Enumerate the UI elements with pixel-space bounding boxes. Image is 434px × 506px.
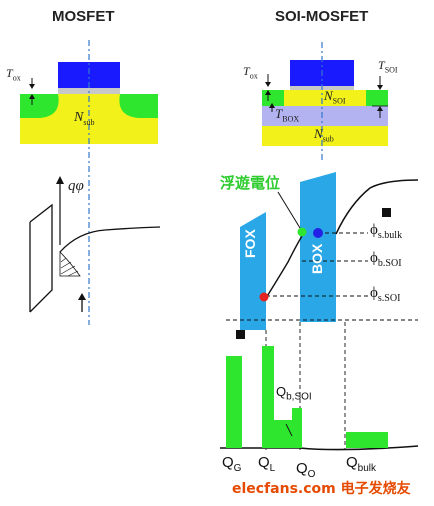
soi-tbox-arrowhead <box>269 103 275 108</box>
qb-soi-label: Qb,SOI <box>276 384 312 403</box>
soi-tsoi-arrowhead-down <box>377 85 383 90</box>
charge-bar-ql-short <box>274 420 292 448</box>
mosfet-band-axis-arrowhead <box>56 176 64 184</box>
mosfet-band-left-wall <box>29 203 53 313</box>
hatch-line <box>60 257 67 263</box>
soi-nsub-label: Nsub <box>314 126 334 144</box>
charge-bar-ql-tall <box>262 346 274 448</box>
charge-bar-qo <box>292 408 302 448</box>
charge-bar-qbulk <box>346 432 388 448</box>
mosfet-tox-arrowhead-down <box>29 84 35 89</box>
dot-s-bulk <box>313 228 323 238</box>
floating-potential-label: 浮遊電位 <box>220 174 281 192</box>
soi-tox-arrowhead-up <box>265 90 271 95</box>
charge-bar-qg <box>226 356 242 448</box>
fox-label: FOX <box>242 229 258 258</box>
mosfet-drain-diffusion <box>119 94 158 118</box>
phi-b-soi-label: ϕb.SOI <box>370 250 402 269</box>
dot-s-soi <box>259 292 269 302</box>
phi-s-soi-label: ϕs.SOI <box>370 285 401 304</box>
dot-floating <box>297 227 307 237</box>
marker-square-right <box>382 208 391 217</box>
marker-square-left <box>236 330 245 339</box>
hatch-line <box>67 270 79 277</box>
soi-cross-section <box>262 42 388 160</box>
mosfet-band-curve <box>59 226 161 253</box>
qphi-label: qφ <box>68 178 84 194</box>
mosfet-band-diagram <box>29 176 161 313</box>
mosfet-source-diffusion <box>20 94 59 118</box>
hatch-line <box>60 261 72 269</box>
soi-buried-oxide <box>262 106 388 126</box>
bulk-potential-curve <box>335 179 419 235</box>
soi-source <box>262 90 284 106</box>
phi-s-bulk-label: ϕs.bulk <box>370 222 403 241</box>
soi-substrate <box>262 126 388 146</box>
qb-soi-pointer <box>285 423 293 437</box>
soi-potential-curve <box>265 235 303 299</box>
qo-label: QO <box>296 460 316 480</box>
soi-tbox-label: TBOX <box>275 106 300 124</box>
mosfet-band-hatch <box>59 251 81 277</box>
soi-tsoi-label: TSOI <box>378 58 398 75</box>
mosfet-tox-arrowhead-up <box>29 94 35 99</box>
soi-mosfet-title: SOI-MOSFET <box>275 8 369 25</box>
soi-tox-label: Tox <box>243 64 258 81</box>
soi-tox-arrowhead-down <box>265 82 271 87</box>
mosfet-cross-section <box>20 40 158 325</box>
soi-nsoi-label: NSOI <box>324 88 346 106</box>
box-band <box>300 172 336 322</box>
box-label: BOX <box>309 243 325 274</box>
floating-pointer <box>277 191 301 229</box>
soi-band-diagram <box>220 172 419 451</box>
mosfet-tox-label: Tox <box>6 66 21 83</box>
hatch-line <box>60 265 76 275</box>
mosfet-nsub-label: Nsub <box>74 110 95 127</box>
ql-label: QL <box>258 454 276 474</box>
qbulk-label: Qbulk <box>346 454 377 474</box>
qg-label: QG <box>222 454 242 474</box>
soi-tsoi-arrowhead-up <box>377 106 383 111</box>
soi-drain <box>366 90 388 106</box>
mosfet-title: MOSFET <box>52 8 115 25</box>
fox-band <box>240 212 266 330</box>
charge-baseline <box>220 445 419 451</box>
soi-silicon-layer <box>262 90 388 106</box>
mosfet-band-arrowhead <box>78 293 86 300</box>
watermark: elecfans.com 电子发烧友 <box>232 481 411 497</box>
